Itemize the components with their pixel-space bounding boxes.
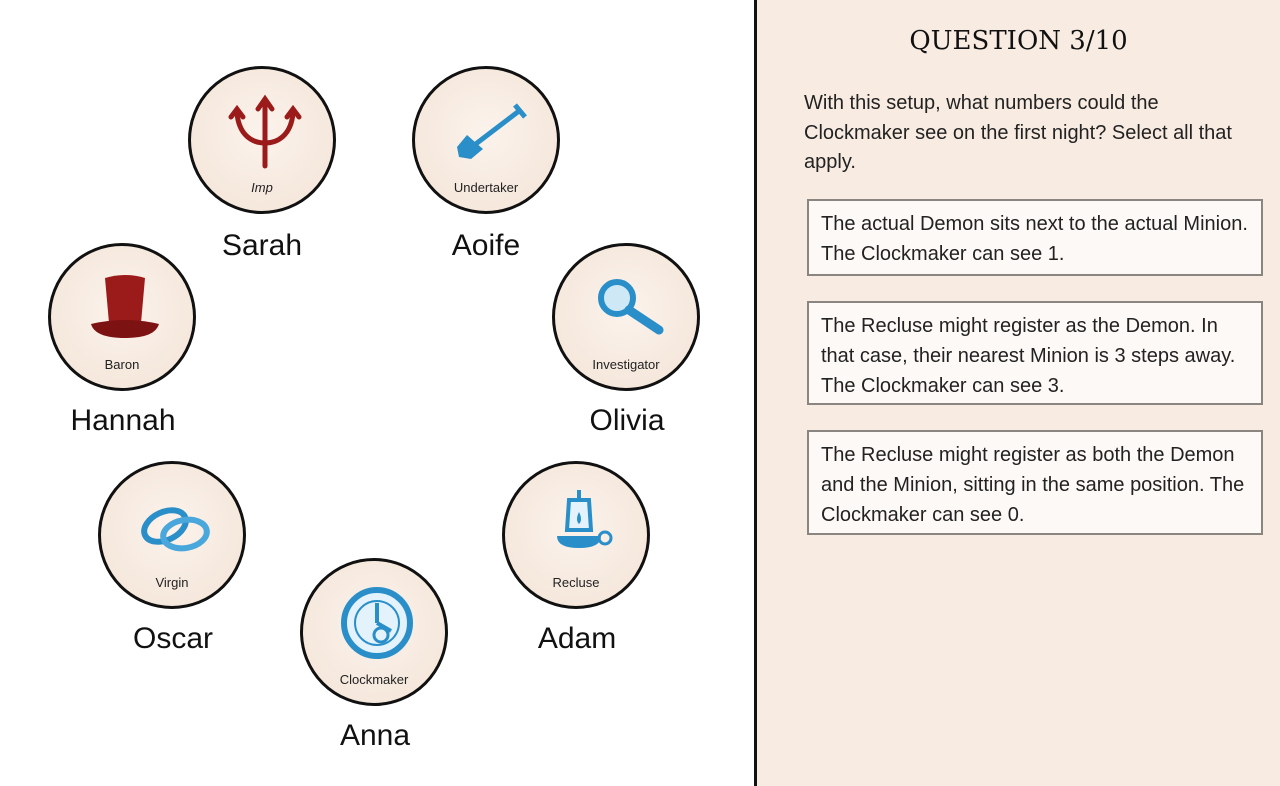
role-label: Virgin <box>155 575 189 590</box>
role-label: Clockmaker <box>339 672 409 687</box>
player-name: Sarah <box>221 229 303 262</box>
answer-option[interactable]: The Recluse might register as both the D… <box>807 430 1263 535</box>
token-sarah[interactable]: Imp <box>188 66 336 214</box>
answer-option[interactable]: The actual Demon sits next to the actual… <box>807 199 1263 276</box>
player-name: Aoife <box>451 229 521 262</box>
token-anna[interactable]: Clockmaker <box>300 558 448 706</box>
rings-icon <box>141 507 210 552</box>
token-adam[interactable]: Recluse <box>502 461 650 609</box>
question-panel: QUESTION 3/10 With this setup, what numb… <box>757 0 1280 786</box>
question-title: QUESTION 3/10 <box>909 26 1128 56</box>
magnifying-glass-icon <box>598 279 664 335</box>
player-name: Anna <box>339 719 411 752</box>
token-hannah[interactable]: Baron <box>48 243 196 391</box>
clock-icon <box>341 587 413 659</box>
panel-divider <box>754 0 757 786</box>
role-label: Imp <box>251 180 273 195</box>
player-name: Hannah <box>70 404 176 437</box>
role-label: Baron <box>104 357 140 372</box>
player-name: Adam <box>537 622 617 655</box>
player-name: Oscar <box>132 622 213 655</box>
token-aoife[interactable]: Undertaker <box>412 66 560 214</box>
token-olivia[interactable]: Investigator <box>552 243 700 391</box>
role-label: Undertaker <box>453 180 519 195</box>
lantern-icon <box>557 490 613 548</box>
top-hat-icon <box>91 275 159 338</box>
token-oscar[interactable]: Virgin <box>98 461 246 609</box>
player-name: Olivia <box>589 404 665 437</box>
role-label: Investigator <box>592 357 660 372</box>
question-prompt: With this setup, what numbers could the … <box>804 92 1232 173</box>
answer-option[interactable]: The Recluse might register as the Demon.… <box>807 301 1263 405</box>
role-label: Recluse <box>552 575 600 590</box>
trident-icon <box>228 94 302 169</box>
shovel-icon <box>457 103 527 159</box>
grimoire-area: Imp Sarah Undertaker Aoife Baron Hannah … <box>48 66 700 752</box>
